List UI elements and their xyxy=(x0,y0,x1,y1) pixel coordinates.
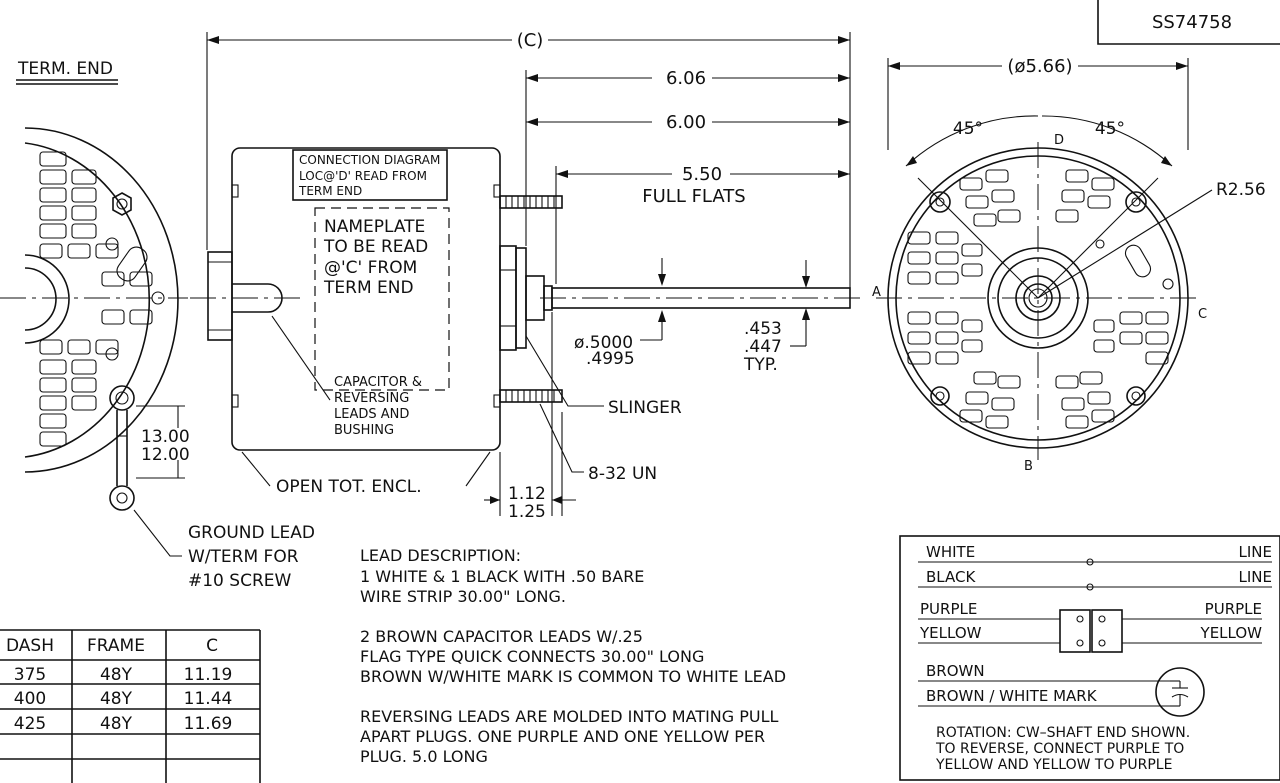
shaft-dia-max: ø.5000 xyxy=(574,333,633,353)
title-block: SS74758 xyxy=(1097,0,1280,45)
table-row-1-dash: 375 xyxy=(14,665,46,685)
lead-desc-line-1: LEAD DESCRIPTION: xyxy=(360,546,521,565)
radius-callout: R2.56 xyxy=(1216,180,1266,200)
dim-12-00: 12.00 xyxy=(141,445,190,465)
angle-left: 45° xyxy=(953,119,983,139)
rotation-note-3: YELLOW AND YELLOW TO PURPLE xyxy=(935,757,1172,773)
thread-callout: 8-32 UN xyxy=(588,464,657,484)
flat-dim-max: .453 xyxy=(744,319,782,339)
part-number: SS74758 xyxy=(1152,12,1232,33)
flat-dim-typ: TYP. xyxy=(743,355,778,375)
table-row-2-frame: 48Y xyxy=(100,689,133,709)
connection-note-1: CONNECTION DIAGRAM xyxy=(299,153,440,167)
dim-6-00: 6.00 xyxy=(666,112,706,133)
nameplate-note-1: NAMEPLATE xyxy=(324,217,425,237)
table-header-frame: FRAME xyxy=(87,636,145,656)
angle-right: 45° xyxy=(1095,119,1125,139)
table-row-3-frame: 48Y xyxy=(100,714,133,734)
capacitor-note-2: REVERSING xyxy=(334,391,409,406)
rotation-note-2: TO REVERSE, CONNECT PURPLE TO xyxy=(935,741,1184,757)
view-letter-d: D xyxy=(1054,133,1064,148)
lead-desc-line-5: 2 BROWN CAPACITOR LEADS W/.25 xyxy=(360,627,643,646)
wiring-diagram: WHITE LINE BLACK LINE PURPLE PURPLE YELL… xyxy=(899,535,1280,781)
lead-desc-line-10: APART PLUGS. ONE PURPLE AND ONE YELLOW P… xyxy=(360,727,765,746)
open-tot-encl-callout: OPEN TOT. ENCL. xyxy=(276,477,422,497)
table-header-c: C xyxy=(206,636,218,656)
wire-black-label: BLACK xyxy=(926,568,976,586)
full-flats-label: FULL FLATS xyxy=(642,186,745,207)
capacitor-note-3: LEADS AND xyxy=(334,407,409,422)
wire-yellow-left-label: YELLOW xyxy=(919,624,982,642)
table-row-1-frame: 48Y xyxy=(100,665,133,685)
lead-description: LEAD DESCRIPTION: 1 WHITE & 1 BLACK WITH… xyxy=(360,546,786,766)
wire-brown-white-label: BROWN / WHITE MARK xyxy=(926,687,1098,705)
table-row-2-c: 11.44 xyxy=(184,689,233,709)
wire-yellow-right-label: YELLOW xyxy=(1200,624,1263,642)
lead-desc-line-7: BROWN W/WHITE MARK IS COMMON TO WHITE LE… xyxy=(360,667,786,686)
wire-purple-right-label: PURPLE xyxy=(1205,600,1262,618)
lead-desc-line-6: FLAG TYPE QUICK CONNECTS 30.00" LONG xyxy=(360,647,704,666)
table-row-3-dash: 425 xyxy=(14,714,46,734)
lead-desc-line-9: REVERSING LEADS ARE MOLDED INTO MATING P… xyxy=(360,707,779,726)
dash-table: DASH FRAME C 375 48Y 11.19 400 48Y 11.44… xyxy=(0,629,261,783)
lead-desc-line-11: PLUG. 5.0 LONG xyxy=(360,747,488,766)
wire-line-2-label: LINE xyxy=(1239,568,1272,586)
capacitor-note-4: BUSHING xyxy=(334,423,394,438)
dim-1-25: 1.25 xyxy=(508,502,546,522)
connection-note-2: LOC@'D' READ FROM xyxy=(299,169,427,183)
table-header-dash: DASH xyxy=(6,636,54,656)
table-row-3-c: 11.69 xyxy=(184,714,233,734)
capacitor-note-1: CAPACITOR & xyxy=(334,375,422,390)
view-letter-b: B xyxy=(1024,459,1033,474)
shaft-dia-min: .4995 xyxy=(586,349,635,369)
wire-line-1-label: LINE xyxy=(1239,543,1272,561)
view-letter-c: C xyxy=(1198,307,1207,322)
table-row-1-c: 11.19 xyxy=(184,665,233,685)
dim-6-06: 6.06 xyxy=(666,68,706,89)
dim-13-00: 13.00 xyxy=(141,427,190,447)
left-end-view: TERM. END xyxy=(0,59,315,591)
ground-lead-line-2: W/TERM FOR xyxy=(188,547,299,567)
view-letter-a: A xyxy=(872,285,881,300)
table-row-2-dash: 400 xyxy=(14,689,46,709)
wire-brown-label: BROWN xyxy=(926,662,985,680)
lead-desc-line-2: 1 WHITE & 1 BLACK WITH .50 BARE xyxy=(360,567,644,586)
wire-purple-left-label: PURPLE xyxy=(920,600,977,618)
rotation-note-1: ROTATION: CW–SHAFT END SHOWN. xyxy=(936,725,1190,741)
dim-1-12: 1.12 xyxy=(508,484,546,504)
dim-outer-dia: (ø5.66) xyxy=(1007,56,1072,77)
wire-white-label: WHITE xyxy=(926,543,975,561)
nameplate-note-3: @'C' FROM xyxy=(324,258,417,278)
nameplate-note-2: TO BE READ xyxy=(323,237,428,257)
side-view: (C) CONNECTION DIAGRAM LOC@'D' READ FROM… xyxy=(190,30,862,522)
flat-dim-min: .447 xyxy=(744,337,782,357)
shaft-end-view: (ø5.66) 45° 45° D R2.56 A C B xyxy=(872,56,1266,474)
dim-overall-c: (C) xyxy=(517,30,544,51)
ground-lead-line-1: GROUND LEAD xyxy=(188,523,315,543)
nameplate-note-4: TERM END xyxy=(323,278,414,298)
dim-5-50: 5.50 xyxy=(682,164,722,185)
term-end-label: TERM. END xyxy=(17,59,113,79)
lead-desc-line-3: WIRE STRIP 30.00" LONG. xyxy=(360,587,566,606)
connection-note-3: TERM END xyxy=(298,184,362,198)
ground-lead-line-3: #10 SCREW xyxy=(188,571,291,591)
slinger-callout: SLINGER xyxy=(608,398,682,418)
